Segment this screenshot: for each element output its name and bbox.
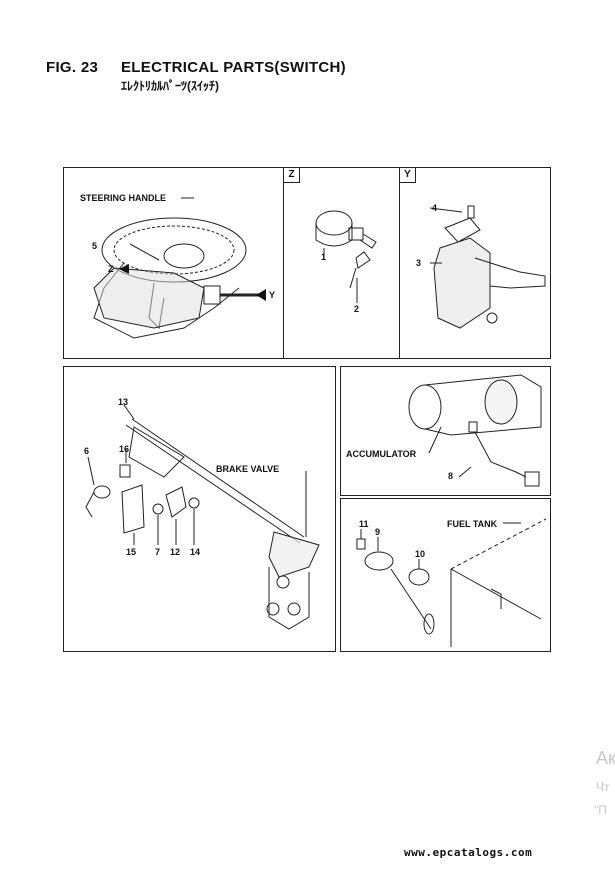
panel-brake-valve: BRAKE VALVE 13 16 6 15 7 12 14 <box>63 366 336 652</box>
callout-12: 12 <box>170 547 181 557</box>
callout-14: 14 <box>190 547 201 557</box>
panel-tag-y: Y <box>400 168 416 183</box>
label-fuel-tank: FUEL TANK <box>447 519 498 529</box>
view-z-marker: Z <box>108 264 114 274</box>
watermark-line-3: "П <box>594 803 607 817</box>
view-y-marker: Y <box>269 290 276 300</box>
callout-5: 5 <box>92 241 98 251</box>
panel-fuel-tank: FUEL TANK 11 9 10 <box>340 498 551 652</box>
callout-10: 10 <box>415 549 426 559</box>
callout-15: 15 <box>126 547 137 557</box>
brake-valve-illustration <box>85 404 320 630</box>
callout-8: 8 <box>448 471 454 481</box>
figure-number: FIG. 23 <box>46 59 99 76</box>
callout-1: 1 <box>321 252 327 262</box>
footer-website: www.epcatalogs.com <box>404 846 533 859</box>
accumulator-illustration <box>408 374 542 487</box>
label-accumulator: ACCUMULATOR <box>346 449 417 459</box>
panel-view-z: Z 1 2 <box>283 167 401 359</box>
figure-title: ELECTRICAL PARTS(SWITCH) <box>121 59 346 76</box>
label-steering-handle: STEERING HANDLE <box>80 193 167 203</box>
arrow-z-icon <box>119 264 129 274</box>
callout-13: 13 <box>118 397 129 407</box>
label-brake-valve: BRAKE VALVE <box>216 464 280 474</box>
watermark-line-1: Ак <box>596 748 615 768</box>
panel-tag-z: Z <box>284 168 300 183</box>
callout-9: 9 <box>375 527 381 537</box>
callout-11: 11 <box>359 519 369 529</box>
figure-subtitle-katakana: ｴﾚｸﾄﾘｶﾙﾊﾟｰﾂ(ｽｲｯﾁ) <box>121 79 219 93</box>
arrow-y-icon <box>256 289 266 301</box>
callout-6: 6 <box>84 446 90 456</box>
callout-4: 4 <box>432 203 438 213</box>
callout-16: 16 <box>119 444 130 454</box>
fuel-sender-illustration <box>356 518 547 647</box>
watermark-line-2: Чт <box>596 780 610 794</box>
panel-view-y: Y 4 3 <box>399 167 551 359</box>
panel-steering-handle: STEERING HANDLE 5 Z Y <box>63 167 285 359</box>
callout-3: 3 <box>416 258 422 268</box>
panel-accumulator: ACCUMULATOR 8 <box>340 366 551 496</box>
combination-switch-illustration <box>429 205 546 329</box>
steering-illustration <box>93 197 266 339</box>
callout-7: 7 <box>155 547 161 557</box>
callout-2: 2 <box>354 304 360 314</box>
key-switch-illustration <box>315 210 377 303</box>
